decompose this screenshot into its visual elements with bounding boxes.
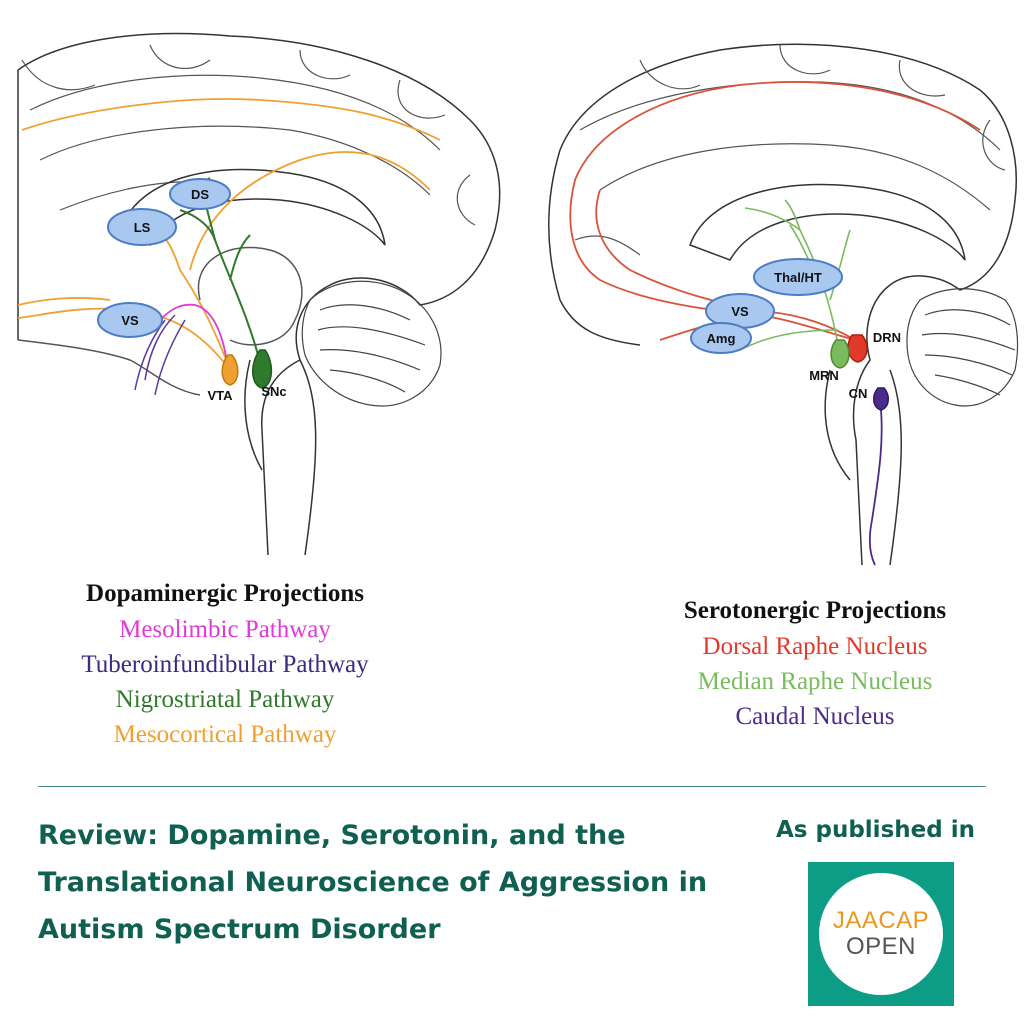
- dopaminergic-legend: Dopaminergic Projections Mesolimbic Path…: [15, 580, 435, 752]
- legend-item-dorsal-raphe: Dorsal Raphe Nucleus: [702, 633, 928, 660]
- journal-logo-disc: JAACAP OPEN: [819, 873, 943, 995]
- region-label-vs-left: VS: [121, 313, 139, 328]
- region-amg: [690, 322, 752, 354]
- journal-logo-line2: OPEN: [845, 933, 916, 960]
- dopaminergic-brain-diagram: [17, 32, 501, 556]
- serotonergic-brain-diagram: [548, 43, 1019, 566]
- left-cortex-outline: [17, 32, 501, 556]
- serotonergic-legend: Serotonergic Projections Dorsal Raphe Nu…: [615, 597, 1015, 734]
- left-cerebellum: [301, 280, 442, 407]
- drn-nucleus: [847, 334, 868, 363]
- region-vs-left: [97, 302, 163, 338]
- nucleus-label-snc: SNc: [261, 384, 286, 399]
- nucleus-label-mrn: MRN: [809, 368, 839, 383]
- left-frontal-base: [17, 339, 201, 396]
- snc-nucleus: [252, 349, 273, 389]
- legend-item-caudal-nucleus: Caudal Nucleus: [735, 703, 895, 730]
- region-ds: [169, 178, 231, 210]
- article-title: Review: Dopamine, Serotonin, and the Tra…: [38, 820, 708, 945]
- brain-projections-figure: DS LS VS VTA SNc: [17, 32, 1019, 566]
- left-gyri: [21, 44, 476, 226]
- mrn-nucleus: [830, 339, 850, 369]
- serotonergic-regions: Thal/HT VS Amg DRN MRN CN: [690, 258, 901, 401]
- region-label-ls: LS: [134, 220, 151, 235]
- journal-logo: JAACAP OPEN: [808, 862, 954, 1006]
- journal-logo-line1: JAACAP: [832, 907, 930, 934]
- legend-item-mesocortical: Mesocortical Pathway: [113, 721, 337, 748]
- legend-item-median-raphe: Median Raphe Nucleus: [697, 668, 933, 695]
- region-thal-ht: [753, 258, 843, 296]
- right-cortex-outline: [548, 43, 1017, 566]
- nucleus-label-cn: CN: [849, 386, 868, 401]
- vta-nucleus: [221, 354, 239, 386]
- dopaminergic-legend-heading: Dopaminergic Projections: [86, 580, 364, 607]
- nucleus-label-drn: DRN: [873, 330, 901, 345]
- legend-item-nigrostriatal: Nigrostriatal Pathway: [115, 686, 335, 713]
- legend-item-mesolimbic: Mesolimbic Pathway: [119, 616, 331, 643]
- left-brainstem: [244, 359, 317, 556]
- right-corpus-callosum: [689, 183, 966, 261]
- published-in-label: As published in: [776, 817, 975, 843]
- caudal-nucleus-projections: [868, 399, 883, 566]
- right-cerebellum: [906, 288, 1019, 407]
- section-divider: [38, 786, 986, 787]
- region-label-amg: Amg: [707, 331, 736, 346]
- region-label-ds: DS: [191, 187, 209, 202]
- median-raphe-projections: [739, 199, 851, 351]
- nucleus-label-vta: VTA: [207, 388, 233, 403]
- region-ls: [107, 208, 177, 246]
- dopaminergic-regions: DS LS VS VTA SNc: [97, 178, 287, 403]
- serotonergic-legend-heading: Serotonergic Projections: [683, 597, 947, 624]
- right-brainstem: [824, 369, 902, 566]
- mesocortical-pathway: [17, 98, 441, 371]
- cn-nucleus: [873, 387, 889, 411]
- region-label-vs-right: VS: [731, 304, 749, 319]
- legend-item-tuberoinfundibular: Tuberoinfundibular Pathway: [81, 651, 369, 678]
- left-thalamus: [197, 246, 303, 346]
- region-label-thal-ht: Thal/HT: [774, 270, 822, 285]
- mesolimbic-pathway: [159, 303, 229, 373]
